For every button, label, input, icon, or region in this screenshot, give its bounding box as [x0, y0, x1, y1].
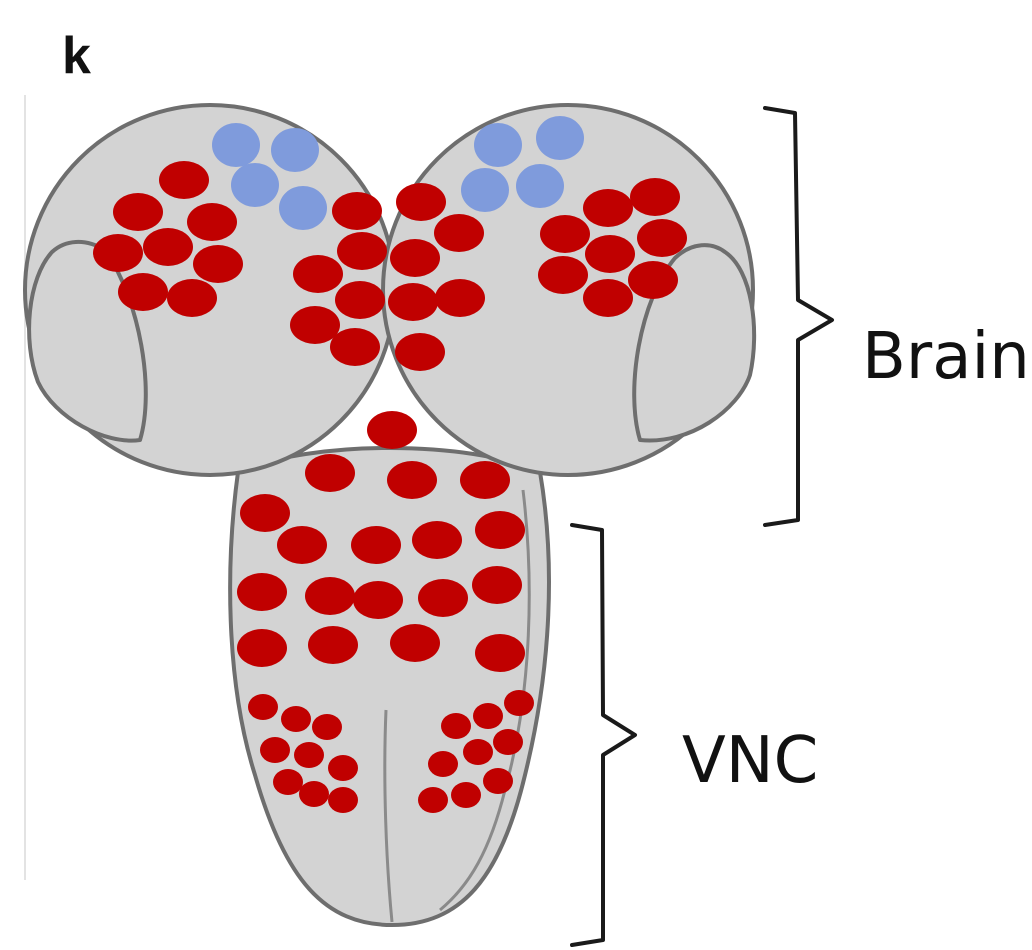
red-cell — [143, 228, 193, 266]
red-cell — [353, 581, 403, 619]
red-cell — [273, 769, 303, 795]
red-cell — [167, 279, 217, 317]
red-cell — [460, 461, 510, 499]
blue-cell — [231, 163, 279, 207]
red-cell — [260, 737, 290, 763]
red-cell — [332, 192, 382, 230]
panel-letter: k — [62, 27, 91, 85]
red-cell — [390, 239, 440, 277]
brain-bracket — [765, 108, 832, 525]
red-cell — [118, 273, 168, 311]
red-cell — [305, 577, 355, 615]
blue-cell — [536, 116, 584, 160]
blue-cell — [516, 164, 564, 208]
red-cell — [367, 411, 417, 449]
red-cell — [451, 782, 481, 808]
red-cell — [628, 261, 678, 299]
red-cell — [277, 526, 327, 564]
blue-cell — [461, 168, 509, 212]
blue-cell — [279, 186, 327, 230]
red-cell — [475, 634, 525, 672]
red-cell — [637, 219, 687, 257]
red-cell — [240, 494, 290, 532]
vnc-label: VNC — [682, 724, 818, 798]
red-cell — [538, 256, 588, 294]
red-cell — [312, 714, 342, 740]
red-cell — [330, 328, 380, 366]
red-cell — [395, 333, 445, 371]
red-cell — [418, 787, 448, 813]
blue-cell — [271, 128, 319, 172]
red-cell — [159, 161, 209, 199]
red-cell — [396, 183, 446, 221]
red-cell — [281, 706, 311, 732]
red-cell — [187, 203, 237, 241]
red-cell — [237, 629, 287, 667]
red-cell — [337, 232, 387, 270]
red-cell — [473, 703, 503, 729]
red-cell — [294, 742, 324, 768]
red-cell — [293, 255, 343, 293]
red-cell — [305, 454, 355, 492]
red-cell — [463, 739, 493, 765]
red-cell — [441, 713, 471, 739]
vnc-bracket — [572, 525, 635, 945]
blue-cell — [212, 123, 260, 167]
red-cell — [483, 768, 513, 794]
red-cell — [435, 279, 485, 317]
red-cell — [299, 781, 329, 807]
red-cell — [540, 215, 590, 253]
red-cell — [412, 521, 462, 559]
red-cell — [418, 579, 468, 617]
red-cell — [308, 626, 358, 664]
red-cell — [193, 245, 243, 283]
red-cell — [493, 729, 523, 755]
red-cell — [387, 461, 437, 499]
red-cell — [428, 751, 458, 777]
red-cell — [583, 279, 633, 317]
red-cell — [290, 306, 340, 344]
red-cell — [237, 573, 287, 611]
red-cell — [583, 189, 633, 227]
red-cell — [248, 694, 278, 720]
red-cell — [472, 566, 522, 604]
red-cell — [351, 526, 401, 564]
red-cell — [335, 281, 385, 319]
red-cell — [434, 214, 484, 252]
red-cell — [93, 234, 143, 272]
blue-cell — [474, 123, 522, 167]
red-cell — [328, 787, 358, 813]
red-cell — [585, 235, 635, 273]
red-cell — [504, 690, 534, 716]
red-cell — [630, 178, 680, 216]
red-cell — [475, 511, 525, 549]
red-cell — [390, 624, 440, 662]
brain-label: Brain — [862, 320, 1030, 394]
red-cell — [113, 193, 163, 231]
red-cell — [388, 283, 438, 321]
red-cell — [328, 755, 358, 781]
